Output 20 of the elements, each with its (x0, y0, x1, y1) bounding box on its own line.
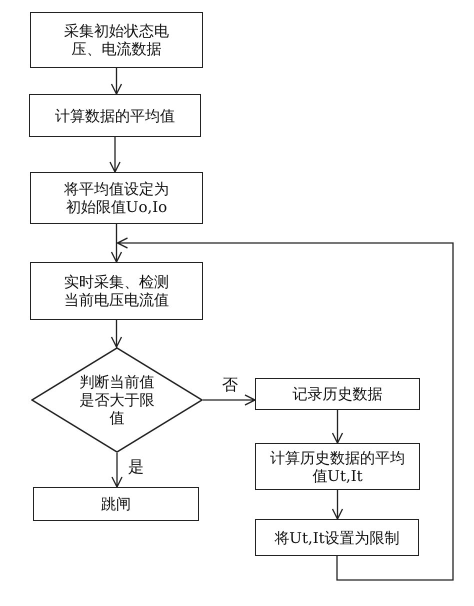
process-box: 记录历史数据 (255, 378, 420, 410)
arrow (110, 68, 122, 95)
process-box: 计算数据的平均值 (29, 94, 201, 137)
process-box: 将平均值设定为初始限值Uo,Io (30, 172, 203, 224)
process-box: 采集初始状态电压、电流数据 (30, 12, 203, 68)
process-box: 跳闸 (33, 487, 199, 521)
arrow (203, 394, 256, 406)
process-box: 实时采集、检测当前电压电流值 (30, 262, 203, 320)
arrow (110, 224, 122, 263)
edge-label: 是 (128, 458, 144, 476)
arrow (111, 453, 123, 488)
arrow (110, 320, 122, 348)
arrow (109, 137, 121, 173)
arrow (332, 410, 344, 444)
decision-diamond: 判断当前值是否大于限值 (31, 347, 203, 453)
process-box: 计算历史数据的平均值Ut,It (255, 443, 420, 490)
arrow (116, 237, 454, 581)
edge-label: 否 (222, 376, 238, 394)
arrow (332, 490, 344, 520)
process-box: 将Ut,It设置为限制 (255, 519, 419, 556)
